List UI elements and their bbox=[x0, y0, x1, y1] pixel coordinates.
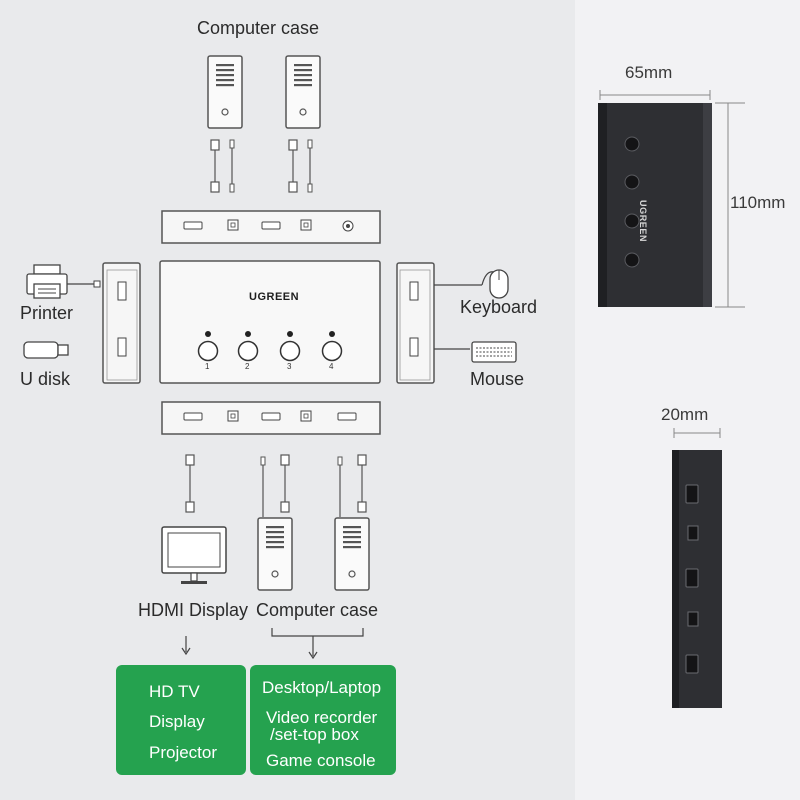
computer-item: Video recorder bbox=[266, 708, 378, 727]
rear-port-panel-bottom bbox=[161, 401, 381, 435]
left-usb-panel bbox=[102, 262, 141, 384]
keyboard-label: Keyboard bbox=[460, 297, 538, 317]
bottom-computer-case-label: Computer case bbox=[256, 600, 379, 620]
kvm-switch-front bbox=[159, 260, 381, 384]
top-computer-case-label: Computer case bbox=[197, 18, 320, 38]
display-item: Display bbox=[149, 712, 205, 731]
button-number-3: 3 bbox=[287, 362, 292, 371]
bottom-cables-2 bbox=[337, 454, 367, 517]
switch-brand-logo: UGREEN bbox=[249, 291, 300, 303]
bottom-computer-case-2 bbox=[334, 517, 370, 591]
bottom-computer-case-1 bbox=[257, 517, 293, 591]
udisk-label: U disk bbox=[20, 369, 71, 389]
mouse-label: Mouse bbox=[470, 369, 525, 389]
computer-item: /set-top box bbox=[270, 725, 359, 744]
computer-devices-box: Desktop/Laptop Video recorder /set-top b… bbox=[250, 665, 396, 775]
button-number-2: 2 bbox=[245, 362, 250, 371]
display-item: HD TV bbox=[149, 682, 200, 701]
hdmi-display-label: HDMI Display bbox=[138, 600, 249, 620]
right-usb-panel bbox=[396, 262, 435, 384]
device-front-photo bbox=[598, 90, 745, 308]
top-computer-case-1 bbox=[207, 55, 243, 129]
printer-icon bbox=[26, 264, 101, 299]
printer-label: Printer bbox=[20, 303, 74, 323]
button-number-1: 1 bbox=[205, 362, 210, 371]
display-item: Projector bbox=[149, 743, 218, 762]
device-photo-brand-logo: UGREEN bbox=[638, 200, 648, 243]
bottom-cables-1 bbox=[260, 454, 290, 517]
height-dimension-label: 110mm bbox=[730, 193, 786, 212]
computer-bracket-arrow-icon bbox=[271, 628, 364, 660]
top-computer-case-2 bbox=[285, 55, 321, 129]
display-arrow-icon bbox=[181, 636, 191, 656]
top-cables-2 bbox=[288, 139, 313, 193]
width-dimension-label: 65mm bbox=[625, 63, 673, 82]
computer-item: Game console bbox=[266, 751, 376, 770]
computer-item: Desktop/Laptop bbox=[262, 678, 382, 697]
mouse-icon bbox=[434, 269, 509, 299]
top-cables-1 bbox=[210, 139, 235, 193]
usb-drive-icon bbox=[23, 341, 69, 359]
device-side-photo bbox=[672, 428, 722, 708]
display-devices-box: HD TV Display Projector bbox=[116, 665, 246, 775]
depth-dimension-label: 20mm bbox=[661, 405, 709, 424]
rear-port-panel-top bbox=[161, 210, 381, 244]
display-cable bbox=[185, 454, 195, 513]
monitor-icon bbox=[161, 526, 227, 584]
keyboard-icon bbox=[434, 341, 517, 363]
button-number-4: 4 bbox=[329, 362, 334, 371]
